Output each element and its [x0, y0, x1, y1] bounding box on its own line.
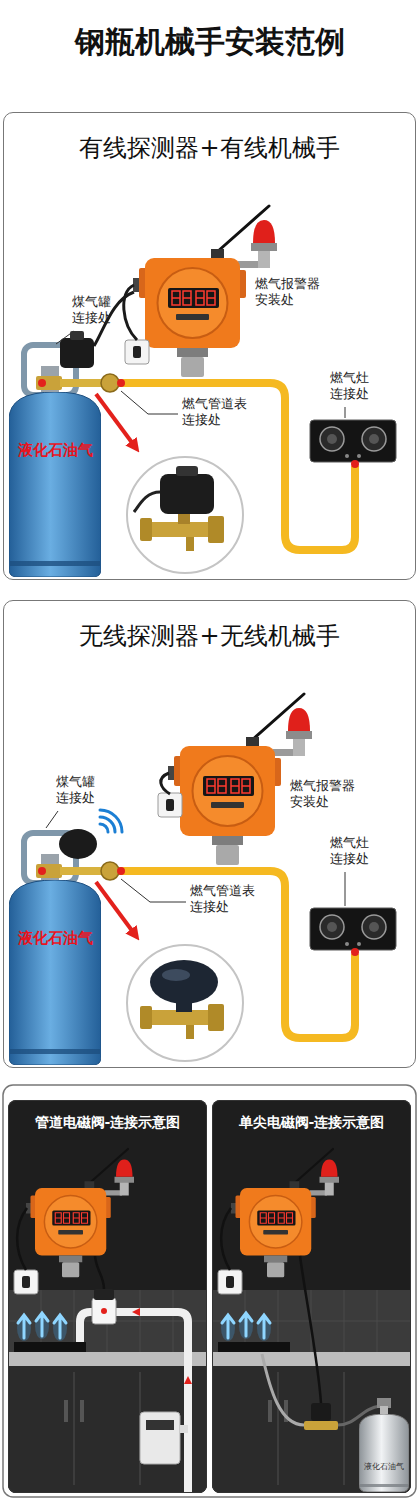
- cylinder-band: [10, 561, 100, 566]
- panel-two-drawing: [158, 793, 182, 817]
- panel-three-drawing: [26, 1149, 134, 1277]
- node-text: 无线探测器+无线机械手: [79, 621, 339, 652]
- node-text: 液化石油气: [18, 929, 93, 949]
- panel-three-drawing: [212, 1100, 411, 1493]
- panel-two-drawing: [150, 960, 218, 1004]
- cylinder-outline: [359, 1414, 409, 1492]
- cylinder-body: [359, 1414, 409, 1492]
- panel-two-drawing: [161, 773, 170, 794]
- panel-three-drawing: [8, 1290, 207, 1493]
- page-title: 钢瓶机械手安装范例: [0, 22, 419, 61]
- panel-two-drawing: [345, 872, 346, 906]
- panel-three-drawing: [95, 1256, 104, 1289]
- panel-two-drawing: [162, 969, 190, 981]
- panel-three-drawing: [17, 1208, 27, 1270]
- panel-two-drawing: [121, 879, 186, 902]
- scheme-panel: 有线探测器+有线机械手液化石油气: [3, 112, 416, 580]
- callout-label: 煤气罐 连接处: [72, 294, 111, 327]
- panel-three-drawing: [101, 1308, 107, 1314]
- panel-three-drawing: [132, 1308, 192, 1384]
- panel-three-drawing: [300, 1256, 321, 1403]
- panel-three-drawing: [94, 1289, 114, 1300]
- panel-three-drawing: [311, 1403, 331, 1421]
- cylinder-outline: [9, 880, 101, 1065]
- panel-two-drawing: [100, 810, 122, 832]
- panel-one-drawing: [345, 407, 346, 418]
- scheme-card: 单尖电磁阀-连接示意图液化石油气: [212, 1100, 411, 1493]
- gas-cylinder: 液化石油气: [9, 880, 101, 1065]
- panel-two-drawing: [46, 811, 58, 828]
- panel-three-drawing: [304, 1421, 338, 1430]
- panel-three-drawing: [180, 1425, 188, 1433]
- callout-label: 燃气报警器 安装处: [290, 778, 355, 811]
- callout-label: 燃气灶 连接处: [330, 835, 369, 868]
- panel-three-drawing: [92, 1298, 116, 1324]
- cylinder-body: [9, 880, 101, 1065]
- panel-one-drawing: [124, 285, 137, 340]
- panel-one-drawing: [134, 492, 160, 512]
- panel-three-drawing: [80, 1312, 188, 1492]
- panel-one-drawing: [60, 338, 94, 368]
- panel-three-drawing: [3, 1085, 416, 1497]
- callout-label: 煤气罐 连接处: [56, 774, 95, 807]
- gas-cylinder: 液化石油气: [9, 392, 101, 577]
- panel-three-drawing: [262, 1354, 304, 1425]
- gas-cylinder: 液化石油气: [359, 1414, 409, 1492]
- panel-one-drawing: [134, 466, 214, 514]
- panel-one-drawing: [160, 474, 214, 514]
- panel-three-drawing: [218, 1270, 242, 1294]
- callout-label: 燃气管道表 连接处: [182, 396, 247, 429]
- panel-three-drawing: [146, 1420, 174, 1430]
- panel-one-drawing: [176, 466, 198, 476]
- panel-three-drawing: [3, 1085, 416, 1497]
- panel-one-drawing: [121, 391, 178, 414]
- panel-one-drawing: [125, 340, 149, 364]
- scheme-card: 管道电磁阀-连接示意图: [8, 1100, 207, 1493]
- callout-label: 燃气灶 连接处: [330, 370, 369, 403]
- cylinder-band: [10, 1049, 100, 1054]
- panel-one-drawing: [133, 206, 277, 377]
- panel-two-drawing: [150, 960, 218, 1012]
- callout-label: 燃气报警器 安装处: [255, 276, 320, 309]
- panel-three-drawing: [140, 1412, 180, 1464]
- panel-three-drawing: [221, 1208, 231, 1270]
- panel-three-drawing: [231, 1149, 339, 1277]
- node-text: 有线探测器+有线机械手: [79, 133, 339, 164]
- node-text: 单尖电磁阀-连接示意图: [239, 1113, 385, 1131]
- panel-three-drawing: [14, 1270, 38, 1294]
- callout-label: 燃气管道表 连接处: [190, 883, 255, 916]
- node-text: 液化石油气: [364, 1462, 404, 1472]
- node-text: 液化石油气: [18, 441, 93, 461]
- panel-one-drawing: [56, 331, 74, 344]
- node-text: 管道电磁阀-连接示意图: [35, 1113, 181, 1131]
- cylinder-band: [360, 1484, 408, 1487]
- panel-two-drawing: [59, 829, 97, 859]
- panel-three-drawing: [212, 1290, 411, 1493]
- scheme-panel: 无线探测器+无线机械手液化石油气: [3, 600, 416, 1068]
- cylinder-body: [9, 392, 101, 577]
- cylinder-outline: [9, 392, 101, 577]
- panel-two-drawing: [176, 1000, 192, 1012]
- panel-three-drawing: [8, 1100, 207, 1493]
